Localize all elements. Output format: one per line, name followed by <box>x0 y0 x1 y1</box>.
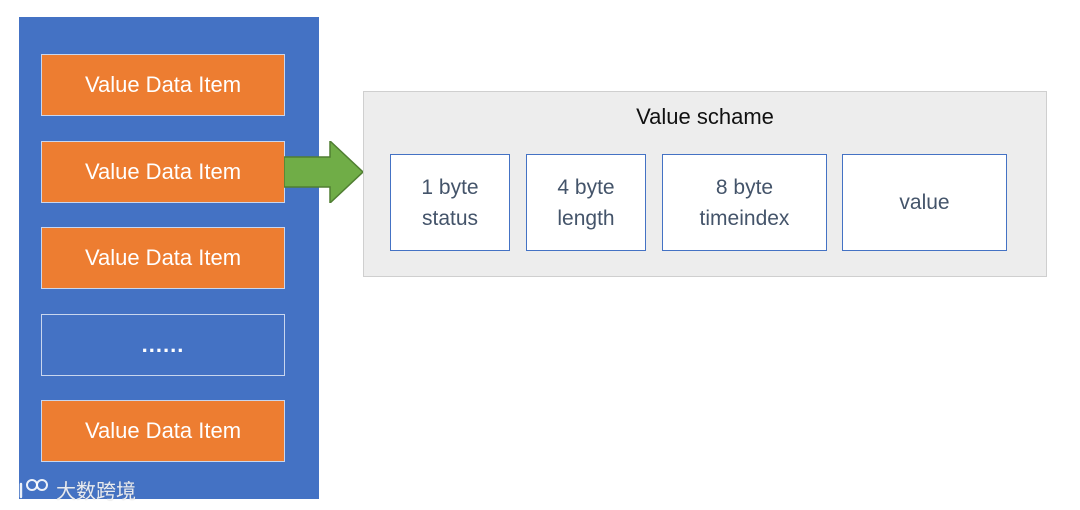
value-data-item-label: Value Data Item <box>84 245 242 270</box>
value-data-item: Value Data Item <box>41 400 285 462</box>
value-data-item: Value Data Item <box>41 54 285 116</box>
value-data-item: Value Data Item <box>41 141 285 203</box>
watermark: 大数跨境 <box>8 474 136 504</box>
ellipsis-label: ...... <box>141 332 185 357</box>
watermark-text: 大数跨境 <box>56 478 136 503</box>
value-data-item: Value Data Item <box>41 227 285 289</box>
field-size-label: 8 byte <box>715 175 774 199</box>
value-schema-box: Value schame 1 byte status 4 byte length… <box>363 91 1047 277</box>
right-arrow-icon <box>284 141 364 203</box>
value-data-item-label: Value Data Item <box>84 72 242 97</box>
ellipsis-item: ...... <box>41 314 285 376</box>
field-length: 4 byte length <box>526 154 646 251</box>
value-data-item-label: Value Data Item <box>84 159 242 184</box>
field-size-label: 1 byte <box>421 175 479 199</box>
field-name-label: status <box>421 206 479 230</box>
schema-title: Value schame <box>636 104 774 129</box>
value-data-column: Value Data Item Value Data Item Value Da… <box>19 17 319 499</box>
field-name-label: length <box>557 206 615 230</box>
watermark-logo-icon <box>10 478 48 500</box>
field-timeindex: 8 byte timeindex <box>662 154 827 251</box>
value-data-item-label: Value Data Item <box>84 418 242 443</box>
field-status: 1 byte status <box>390 154 510 251</box>
field-name-label: timeindex <box>699 206 790 230</box>
field-value: value <box>842 154 1007 251</box>
field-value-label: value <box>899 191 950 214</box>
field-size-label: 4 byte <box>557 175 615 199</box>
